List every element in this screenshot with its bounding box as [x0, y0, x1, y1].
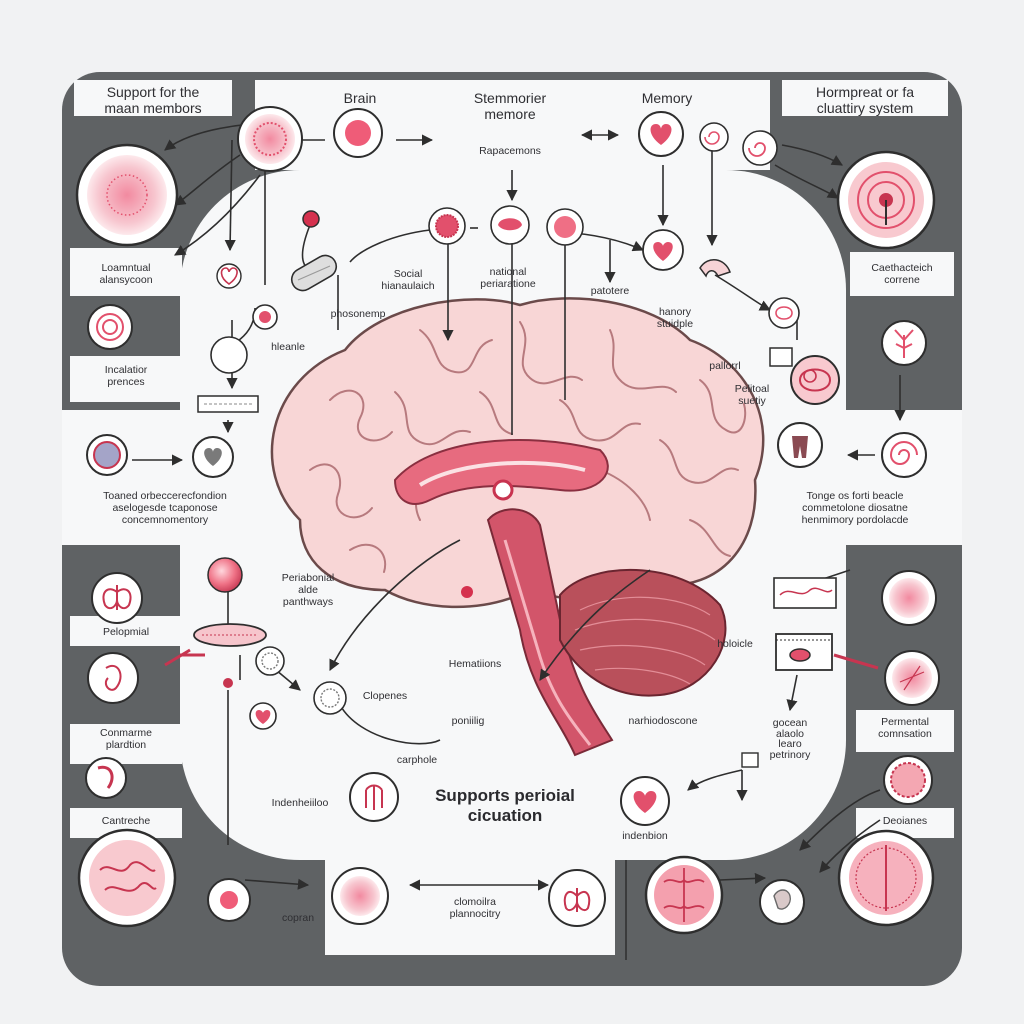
stomach-icon	[85, 757, 127, 799]
narhodoscone-label: narhiodoscone	[628, 715, 698, 727]
top-right-title: Hormpreat or fa cluattiry system	[815, 84, 915, 117]
heart-icon	[620, 776, 670, 826]
label-box-icon	[197, 395, 259, 413]
pormental-label: Permental comnsation	[878, 716, 932, 741]
cell-icon	[349, 772, 399, 822]
organ-icon	[87, 652, 139, 704]
lungs-icon	[91, 572, 143, 624]
neuron-icon	[428, 207, 466, 245]
capsule-icon	[290, 254, 338, 292]
cartfreche-label: Cantreche	[101, 815, 151, 827]
thalamus-marker	[492, 479, 514, 501]
hanory-label: hanory stuidple	[656, 306, 694, 331]
kidney-icon	[769, 347, 840, 405]
brain-label: Brain	[343, 90, 377, 106]
clopenes-label: Clopenes	[362, 690, 408, 702]
spiral-icon	[699, 122, 729, 152]
brainstem	[486, 508, 614, 757]
left-mid-text: Toaned orbeccerecfondion aselogesde tcap…	[103, 490, 227, 527]
repacemons-label: Rapacemons	[479, 145, 541, 157]
perbonial-label: Periabonial alde panthways	[281, 572, 335, 609]
brain-node-icon	[333, 108, 383, 158]
virus-icon	[883, 755, 933, 805]
virus-icon	[237, 106, 303, 172]
heart-icon	[249, 702, 277, 730]
spiral-icon	[881, 432, 927, 478]
pons-marker	[461, 586, 473, 598]
cell-icon	[768, 297, 800, 329]
pelopmial-label: Pelopmial	[102, 626, 150, 638]
patotere-label: patotere	[590, 285, 630, 297]
phosonemp-label: phosonemp	[330, 308, 386, 320]
right-mid-text: Tonge os forti beacle commetolone diosat…	[801, 490, 909, 527]
deoianes-label: Deoianes	[882, 815, 928, 827]
national-label: national periaratione	[480, 266, 536, 291]
neuron-icon	[881, 320, 927, 366]
cell-icon	[881, 570, 937, 626]
hemations-label: Hematiions	[448, 658, 502, 670]
heart-icon	[192, 436, 234, 478]
heart-icon	[216, 263, 242, 289]
hleanle-label: hleanle	[271, 341, 305, 353]
cell-icon	[884, 650, 940, 706]
brain-node-icon	[837, 829, 935, 927]
carphole-label: carphole	[396, 754, 438, 766]
conmarme-label: Conmarme plardtion	[100, 727, 152, 752]
brain-node-icon	[644, 855, 724, 935]
icons	[75, 106, 940, 935]
brain-folds	[309, 321, 747, 573]
brain-node-icon	[77, 828, 177, 928]
brain-illustration	[270, 297, 765, 757]
indenb-label: indenbion	[622, 830, 668, 842]
dot-icon	[223, 678, 233, 688]
document-icon	[773, 577, 837, 609]
dot-icon	[302, 210, 320, 228]
target-icon	[836, 150, 936, 250]
dot-icon	[207, 557, 243, 593]
cerebellum	[559, 568, 727, 697]
social-label: Social hianaulaich	[381, 268, 435, 293]
cell-icon	[75, 143, 179, 247]
neuron-icon	[490, 205, 530, 245]
document-icon	[741, 752, 759, 768]
top-center-title: Stemmorier memore	[473, 90, 547, 123]
neuron-icon	[546, 208, 584, 246]
stomach-icon	[759, 879, 805, 925]
clomoira-label: clomoilra plannocitry	[449, 896, 501, 921]
capsule-icon	[193, 623, 267, 647]
monitor-icon	[775, 633, 833, 671]
loamntual-label: Loamntual alansycoon	[99, 262, 153, 287]
gocean-label: gocean alaolo learo petrinory	[769, 717, 811, 761]
pelitoal-label: Pelitoal suetiy	[734, 383, 770, 408]
spiral-icon	[742, 130, 778, 166]
target-icon	[207, 878, 251, 922]
incalatior-label: Incalatior prences	[104, 364, 148, 389]
copran-label: copran	[281, 912, 315, 924]
cell-icon	[313, 681, 347, 715]
pallorrl-label: pallorrl	[709, 360, 741, 372]
virus-icon	[331, 867, 389, 925]
spiral-icon	[87, 304, 133, 350]
organ-icon	[777, 422, 823, 468]
holoicle-label: holoicle	[717, 638, 753, 650]
portifig-label: poniilig	[451, 715, 485, 727]
heart-icon	[642, 229, 684, 271]
center-title: Supports perioial cicuation	[435, 786, 575, 825]
caethacteich-label: Caethacteich correne	[871, 262, 933, 287]
memory-top-label: Memory	[641, 90, 693, 106]
virus-icon	[86, 434, 128, 476]
top-left-title: Support for the maan membors	[104, 84, 202, 117]
stomach-icon	[699, 259, 731, 278]
indenhelea-label: Indenheiiloo	[271, 797, 329, 809]
corpus-callosum	[393, 439, 609, 505]
cell-icon	[255, 646, 285, 676]
organ-icon	[548, 869, 606, 927]
heart-icon	[638, 111, 684, 157]
node-icon	[210, 336, 248, 374]
